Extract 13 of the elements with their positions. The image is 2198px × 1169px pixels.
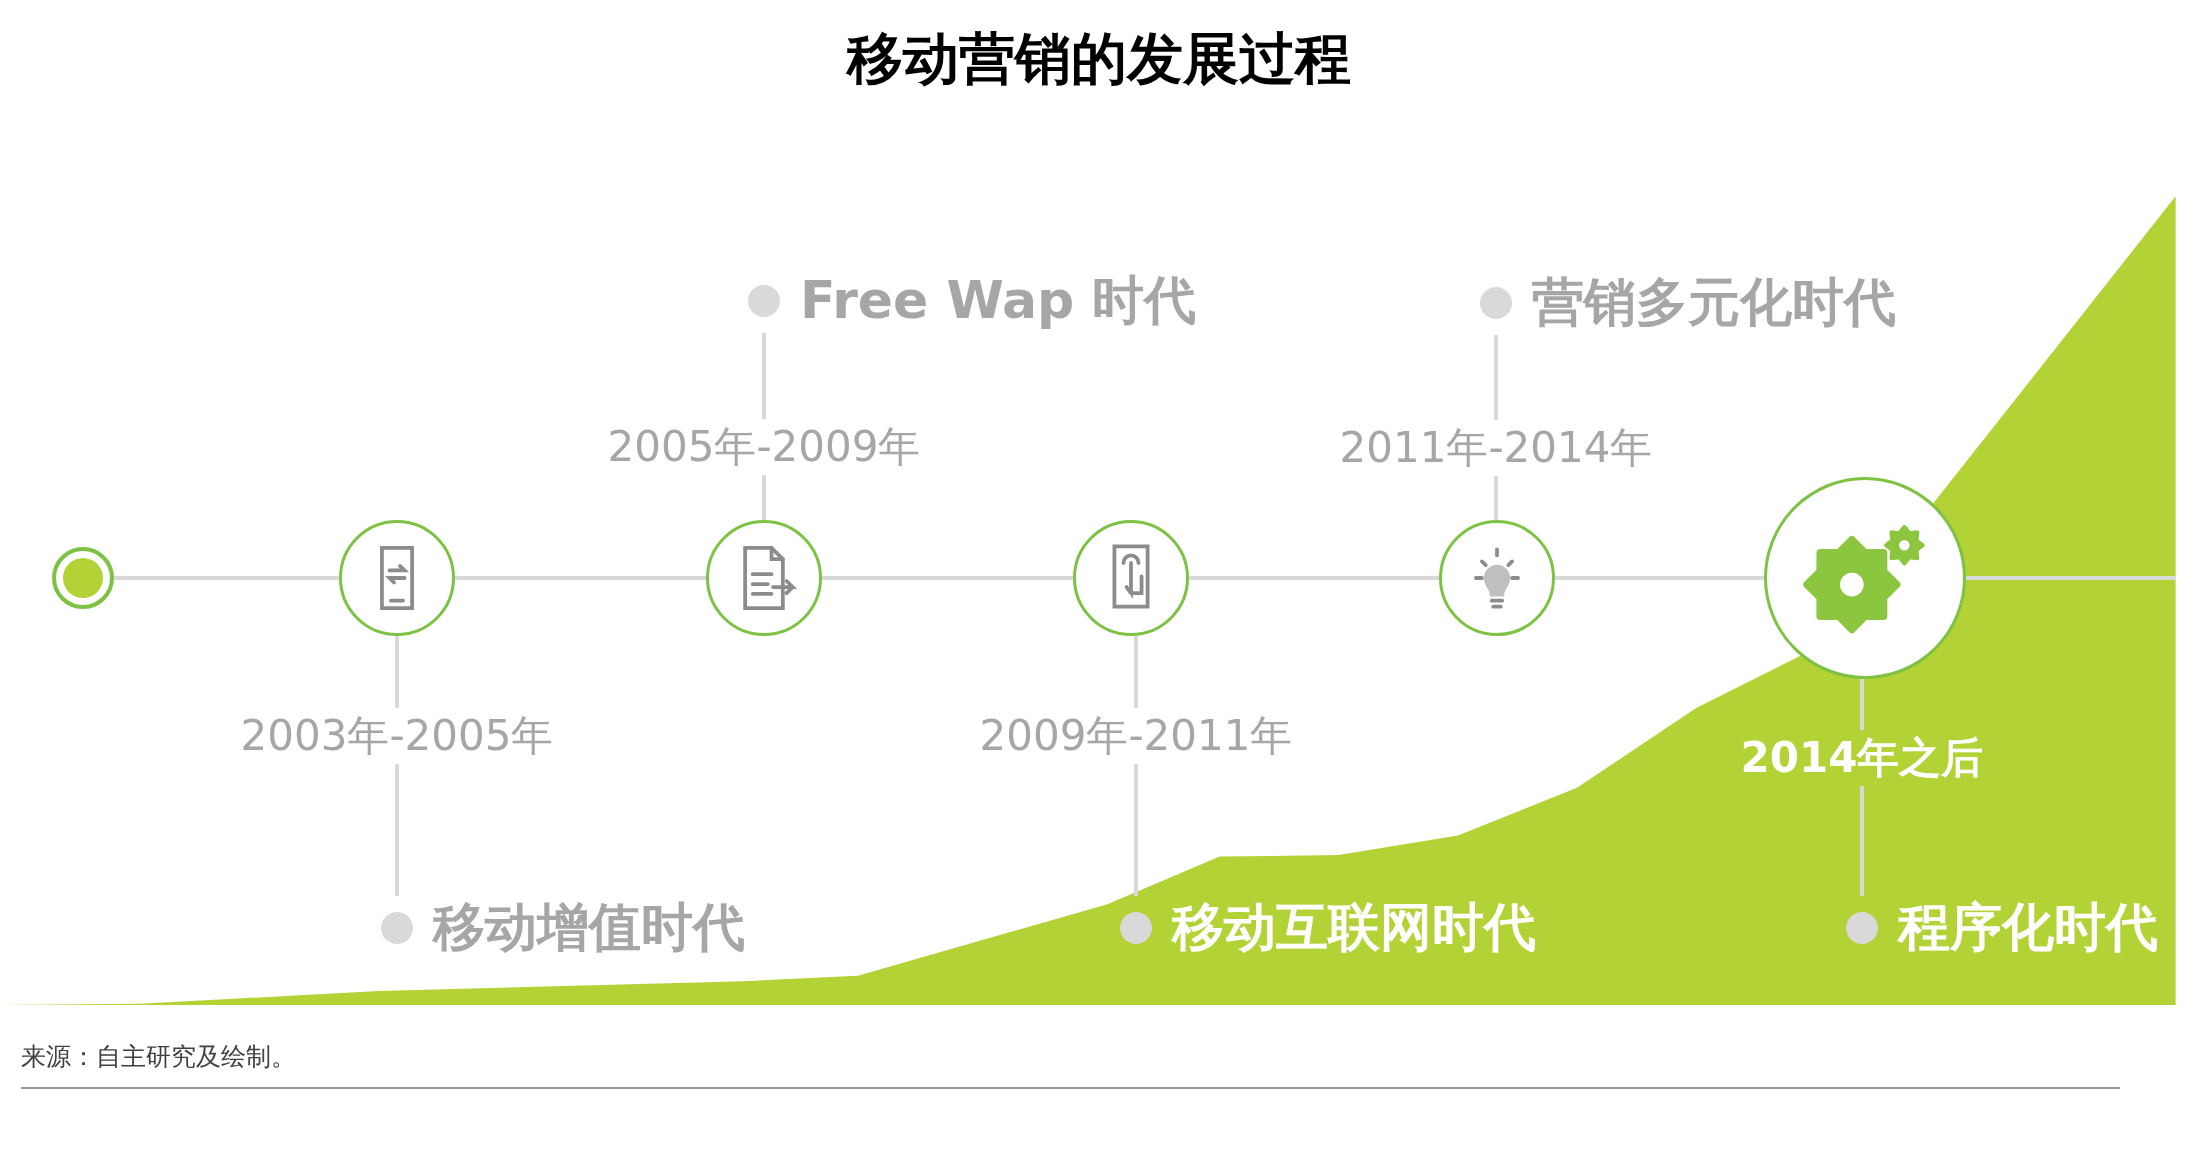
era-title: 程序化时代: [1898, 896, 2158, 959]
connector-line: [822, 576, 1073, 580]
connector-line: [1189, 576, 1439, 580]
era-title: Free Wap 时代: [800, 269, 1197, 332]
connector-line: [1966, 576, 2176, 580]
title: 移动营销的发展过程: [845, 25, 1352, 93]
connector-line: [1555, 576, 1764, 580]
era-title: 营销多元化时代: [1532, 271, 1896, 334]
connector-line: [114, 576, 339, 580]
era-title: 移动增值时代: [433, 896, 745, 959]
connector-line: [455, 576, 706, 580]
era-title: 移动互联网时代: [1172, 896, 1536, 959]
source-note: 来源：自主研究及绘制。: [21, 1041, 296, 1073]
